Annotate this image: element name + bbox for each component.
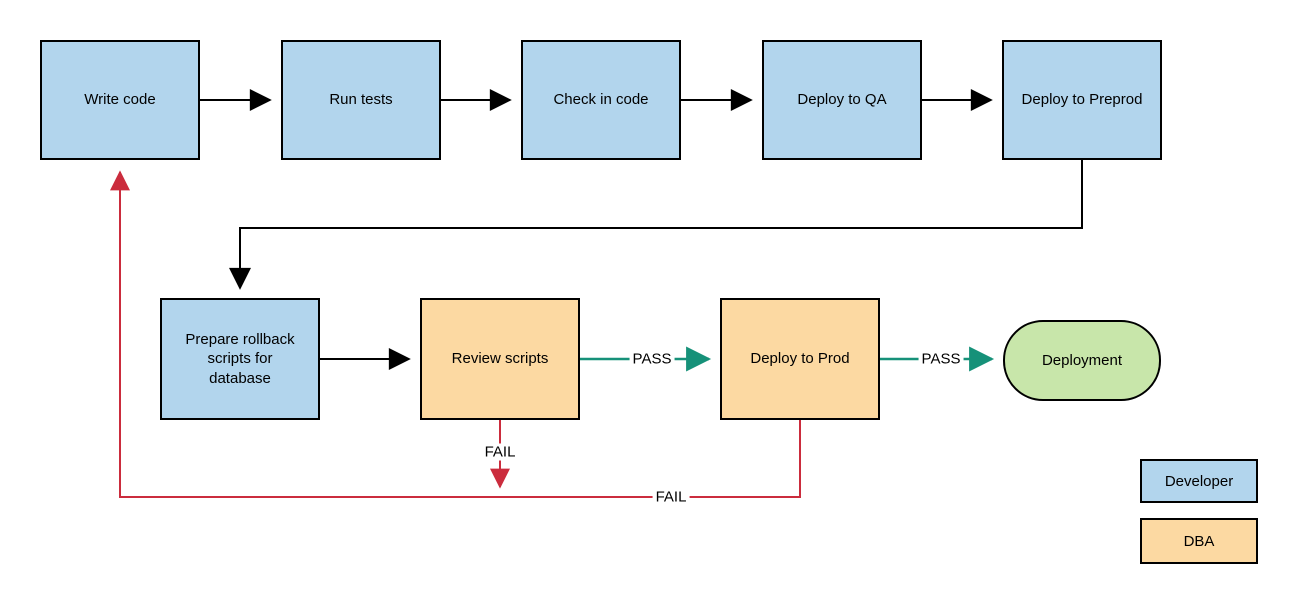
node-deploy-prod-label: Deploy to Prod — [750, 350, 850, 368]
node-write-code[interactable]: Write code — [40, 40, 200, 160]
edge-label-fail-prod: FAIL — [652, 488, 690, 506]
node-deploy-qa[interactable]: Deploy to QA — [762, 40, 922, 160]
legend-developer-label: Developer — [1164, 472, 1234, 490]
edge-preprod-to-prepare — [229, 160, 1083, 290]
node-deployment-label: Deployment — [1041, 351, 1123, 369]
node-deploy-prod[interactable]: Deploy to Prod — [720, 298, 880, 420]
node-deploy-preprod[interactable]: Deploy to Preprod — [1002, 40, 1162, 160]
node-deployment[interactable]: Deployment — [1003, 320, 1161, 401]
edge-label-fail-review: FAIL — [481, 443, 519, 461]
node-deploy-preprod-label: Deploy to Preprod — [1021, 91, 1143, 109]
node-run-tests-label: Run tests — [329, 91, 393, 109]
node-prepare-rollback[interactable]: Prepare rollback scripts for database — [160, 298, 320, 420]
edge-label-pass-prod-to-deployment: PASS — [918, 350, 964, 368]
node-review-scripts-label: Review scripts — [451, 350, 549, 368]
edge-label-pass-review-to-prod: PASS — [629, 350, 675, 368]
node-check-in-code[interactable]: Check in code — [521, 40, 681, 160]
node-run-tests[interactable]: Run tests — [281, 40, 441, 160]
node-review-scripts[interactable]: Review scripts — [420, 298, 580, 420]
legend-developer: Developer — [1140, 459, 1258, 503]
node-deploy-qa-label: Deploy to QA — [797, 91, 887, 109]
node-write-code-label: Write code — [84, 91, 156, 109]
legend-dba-label: DBA — [1183, 532, 1215, 550]
node-check-in-code-label: Check in code — [553, 91, 649, 109]
edge-prod-fail-return — [110, 170, 801, 498]
legend-dba: DBA — [1140, 518, 1258, 564]
node-prepare-rollback-label: Prepare rollback scripts for database — [185, 330, 295, 387]
